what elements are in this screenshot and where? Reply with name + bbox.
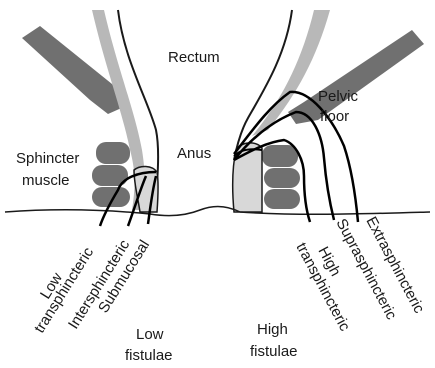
label-rectum: Rectum <box>168 49 220 66</box>
label-anus: Anus <box>177 145 211 162</box>
label-sphincter-line1: Sphincter <box>16 150 79 167</box>
right-rectal-wall <box>234 10 292 160</box>
label-low-fistulae-line1: Low <box>136 326 164 343</box>
label-pelvic-floor-line2: floor <box>320 108 349 125</box>
left-sphincter-block-1 <box>96 142 130 164</box>
label-pelvic-floor-line1: Pelvic <box>318 88 359 105</box>
label-high-fistulae-line1: High <box>257 321 288 338</box>
label-low-fistulae-line2: fistulae <box>125 347 173 364</box>
label-high-fistulae-line2: fistulae <box>250 343 298 360</box>
label-sphincter-line2: muscle <box>22 172 70 189</box>
right-sphincter-block-1 <box>262 145 298 167</box>
right-sphincter-block-2 <box>264 168 300 188</box>
skin-line <box>5 206 430 215</box>
right-sphincter-block-3 <box>264 189 300 209</box>
